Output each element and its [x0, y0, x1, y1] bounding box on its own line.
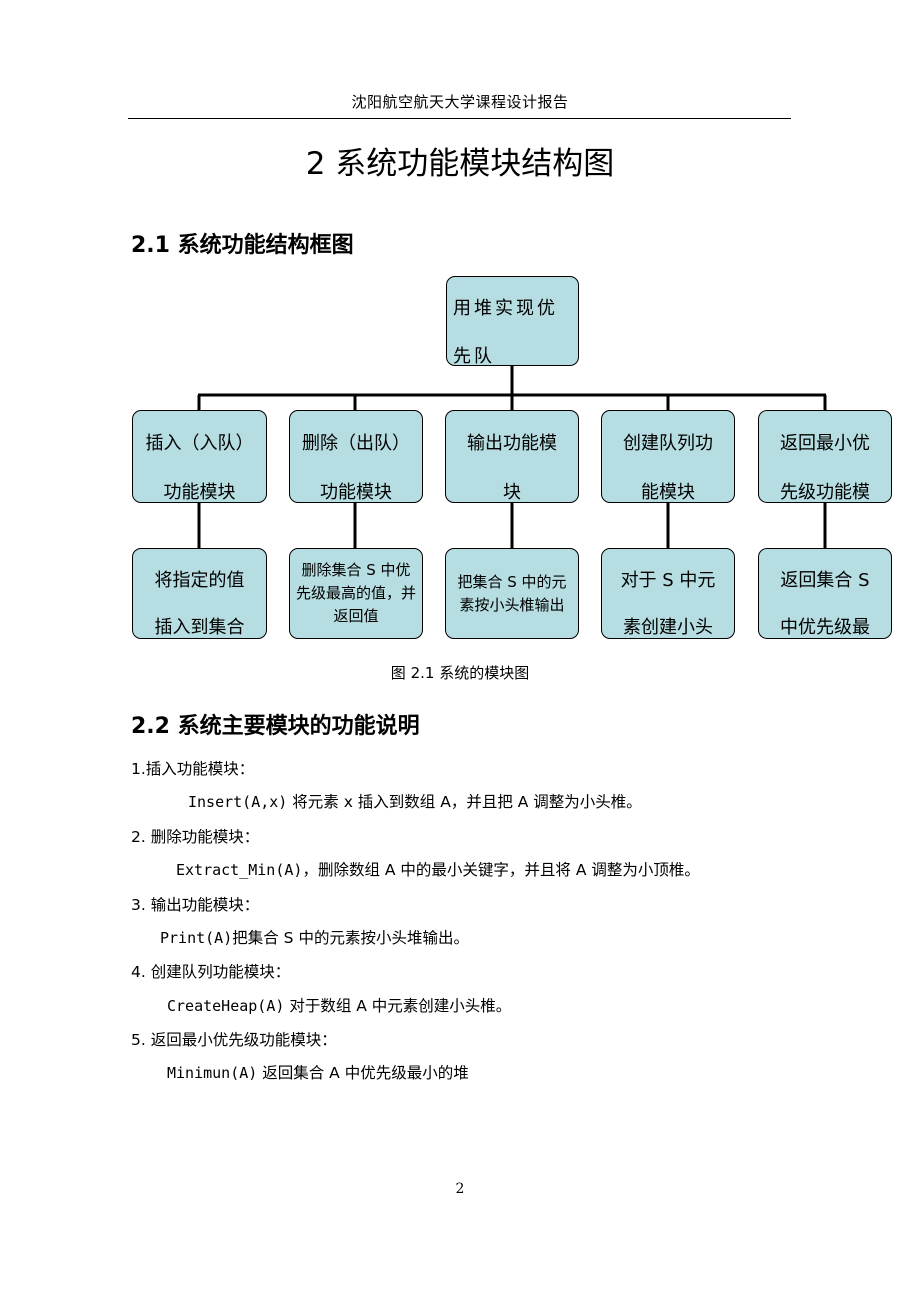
- module-line2: 块: [503, 482, 521, 503]
- module-line2: 功能模块: [163, 482, 236, 503]
- item-desc: ，删除数组 A 中的最小关键字，并且将 A 调整为小顶椎。: [302, 861, 700, 879]
- chapter-title: 2 系统功能模块结构图: [305, 146, 615, 182]
- item-body-4: CreateHeap(A) 对于数组 A 中元素创建小头椎。: [167, 994, 511, 1016]
- module-line2: 先级功能模: [780, 482, 870, 503]
- item-desc: 将元素 x 插入到数组 A，并且把 A 调整为小头椎。: [287, 793, 642, 811]
- module-line2: 功能模块: [320, 482, 392, 503]
- item-body-5: Minimun(A) 返回集合 A 中优先级最小的堆: [167, 1061, 469, 1083]
- item-code: CreateHeap(A): [167, 997, 285, 1015]
- root-node-line2: 先队: [453, 346, 495, 367]
- detail-line1: 返回集合 S: [780, 570, 870, 591]
- module-line2: 能模块: [641, 482, 695, 503]
- item-code: Minimun(A): [167, 1064, 258, 1082]
- item-code: Print(A): [160, 929, 233, 947]
- detail-box-create: 对于 S 中元 素创建小头: [601, 548, 735, 639]
- page-number: 2: [455, 1181, 465, 1197]
- module-box-insert: 插入（入队） 功能模块: [132, 410, 267, 503]
- item-code: Extract_Min(A): [176, 861, 303, 879]
- detail-line2: 插入到集合: [154, 617, 245, 638]
- detail-line2: 中优先级最: [780, 617, 870, 638]
- item-desc: 把集合 S 中的元素按小头堆输出。: [232, 929, 469, 947]
- item-heading-2: 2. 删除功能模块：: [131, 828, 260, 846]
- module-box-create: 创建队列功 能模块: [601, 410, 735, 503]
- diagram-connectors: [197, 366, 827, 548]
- item-heading-3: 3. 输出功能模块：: [131, 896, 260, 914]
- module-line1: 创建队列功: [623, 433, 713, 454]
- item-body-3: Print(A)把集合 S 中的元素按小头堆输出。: [160, 926, 469, 948]
- detail-box-output: 把集合 S 中的元素按小头椎输出: [445, 548, 579, 639]
- root-node-box: 用堆实现优 先队: [446, 276, 579, 367]
- item-body-1: Insert(A,x) 将元素 x 插入到数组 A，并且把 A 调整为小头椎。: [188, 790, 642, 812]
- module-box-output: 输出功能模 块: [445, 410, 579, 503]
- item-heading-1: 1.插入功能模块：: [131, 760, 255, 778]
- root-node-line1: 用堆实现优: [453, 298, 558, 319]
- item-desc: 对于数组 A 中元素创建小头椎。: [284, 997, 512, 1015]
- module-box-delete: 删除（出队） 功能模块: [289, 410, 423, 503]
- item-heading-4: 4. 创建队列功能模块：: [131, 963, 291, 981]
- detail-box-delete: 删除集合 S 中优先级最高的值，并返回值: [289, 548, 423, 639]
- detail-line2: 素创建小头: [623, 617, 713, 638]
- module-box-min: 返回最小优 先级功能模: [758, 410, 892, 503]
- section-title-2-1: 2.1 系统功能结构框图: [131, 233, 354, 258]
- item-desc: 返回集合 A 中优先级最小的堆: [257, 1064, 469, 1082]
- page-header: 沈阳航空航天大学课程设计报告: [351, 93, 569, 111]
- item-heading-5: 5. 返回最小优先级功能模块：: [131, 1031, 337, 1049]
- detail-line1: 对于 S 中元: [620, 570, 716, 591]
- detail-line1: 将指定的值: [154, 570, 245, 591]
- figure-caption: 图 2.1 系统的模块图: [390, 664, 530, 682]
- detail-box-insert: 将指定的值 插入到集合: [132, 548, 267, 639]
- module-line1: 返回最小优: [780, 433, 870, 454]
- module-line1: 输出功能模: [467, 433, 557, 454]
- header-rule: [128, 118, 791, 119]
- detail-box-min: 返回集合 S 中优先级最: [758, 548, 892, 639]
- module-line1: 插入（入队）: [145, 433, 254, 454]
- item-body-2: Extract_Min(A)，删除数组 A 中的最小关键字，并且将 A 调整为小…: [176, 858, 700, 880]
- section-title-2-2: 2.2 系统主要模块的功能说明: [131, 714, 420, 739]
- module-line1: 删除（出队）: [302, 433, 410, 454]
- item-code: Insert(A,x): [188, 793, 288, 811]
